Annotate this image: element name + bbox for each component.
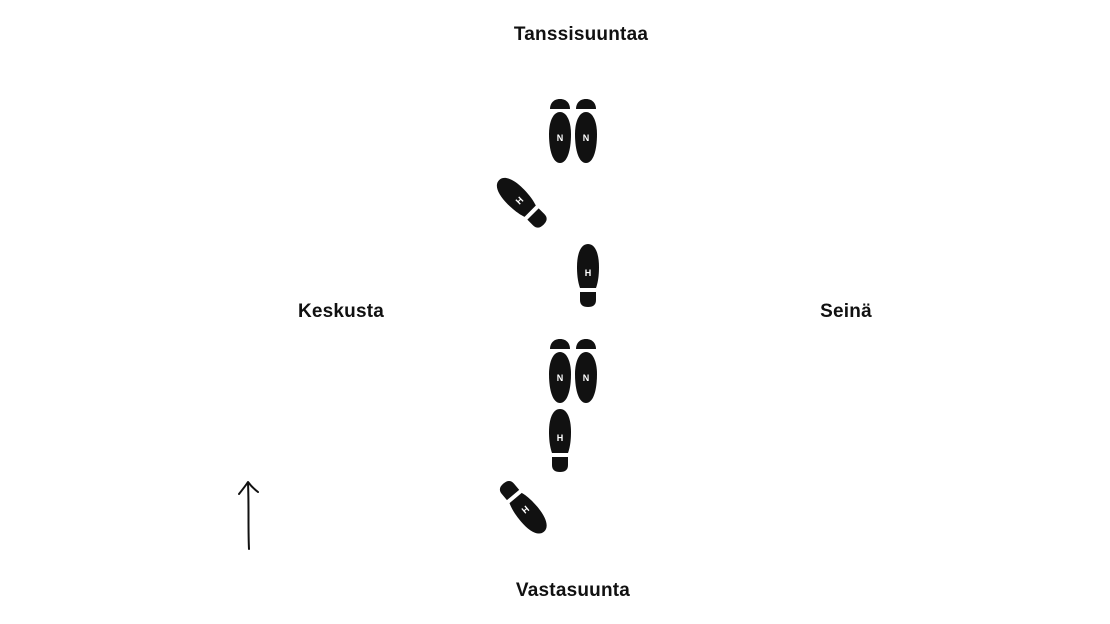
direction-label-forward: Tanssisuuntaa xyxy=(513,24,649,45)
footprint-letter: N xyxy=(557,133,564,143)
footprint-letter: H xyxy=(585,268,592,278)
footprint-n-icon: N xyxy=(549,339,571,403)
footprint-letter: H xyxy=(557,433,564,443)
direction-label-wall: Seinä xyxy=(820,301,872,322)
footprint-h-icon: H xyxy=(577,244,599,307)
footprint-h-icon: H xyxy=(499,480,547,534)
footprint-letter: H xyxy=(520,504,531,516)
footprint-letter: N xyxy=(557,373,564,383)
direction-label-center: Keskusta xyxy=(297,301,385,322)
footprint-letter: N xyxy=(583,373,590,383)
footprint-n-icon: N xyxy=(549,99,571,163)
up-arrow-icon xyxy=(238,481,259,550)
footprint-n-icon: N xyxy=(575,99,597,163)
footprint-h-icon: H xyxy=(549,409,571,472)
footprint-h-icon: H xyxy=(496,177,547,228)
direction-label-backward: Vastasuunta xyxy=(515,580,631,601)
footprint-n-icon: N xyxy=(575,339,597,403)
footprint-letter: H xyxy=(514,195,526,207)
footprint-letter: N xyxy=(583,133,590,143)
